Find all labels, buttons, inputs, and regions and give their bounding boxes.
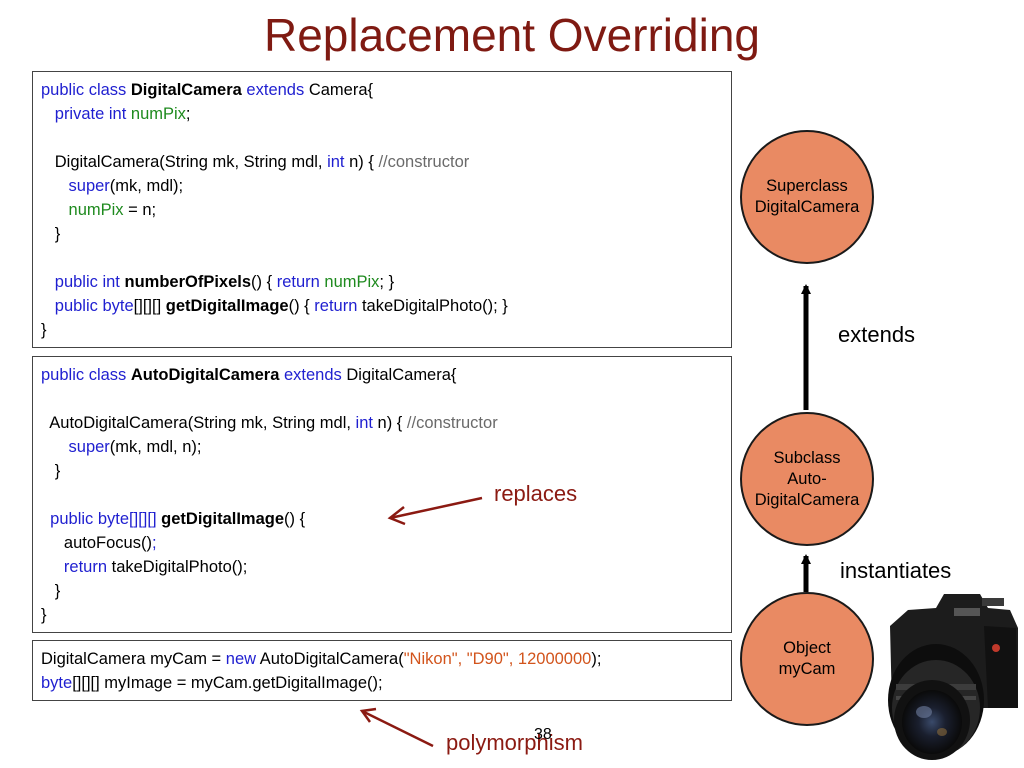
code-token: [][][] myImage = myCam.getDigitalImage()… [72,674,383,692]
code-token: DigitalCamera [130,81,242,99]
code-token: ); [591,650,602,668]
code-token: n) { [344,153,379,171]
code-token: return [63,558,108,576]
code-token: public int [54,273,125,291]
code-token: numPix [324,273,380,291]
code-token: (mk, mdl, n); [109,438,202,456]
code-line: DigitalCamera(String mk, String mdl, int… [41,150,723,174]
code-token: Camera{ [308,81,374,99]
code-token: } [41,582,61,600]
code-token: getDigitalImage [161,510,285,528]
superclass-node-line2: DigitalCamera [754,198,860,216]
code-token: AutoDigitalCamera(String mk, String mdl, [41,414,356,432]
code-token: extends [241,81,309,99]
camera-photo-icon [888,594,1018,760]
code-token: numberOfPixels [124,273,252,291]
polymorphism-label: polymorphism [446,730,583,755]
replaces-arrow [387,496,483,526]
page-number: 38 [534,726,552,743]
code-token: super [68,438,110,456]
code-line: super(mk, mdl, n); [41,435,723,459]
code-token: autoFocus() [41,534,152,552]
code-line: AutoDigitalCamera(String mk, String mdl,… [41,411,723,435]
code-token: int [355,414,373,432]
code-token: AutoDigitalCamera [130,366,280,384]
code-line: super(mk, mdl); [41,174,723,198]
code-token: takeDigitalPhoto(); } [357,297,508,315]
code-line: byte[][][] myImage = myCam.getDigitalIma… [41,671,723,695]
replaces-label: replaces [494,481,578,506]
code-line: public class AutoDigitalCamera extends D… [41,363,723,387]
code-token: = n; [123,201,157,219]
code-token: public byte [54,297,134,315]
code-token: return [276,273,325,291]
code-token: ; [185,105,191,123]
code-token: super [68,177,110,195]
subclass-node-line3: DigitalCamera [754,490,860,509]
object-node-line2: myCam [778,660,836,678]
code-token: takeDigitalPhoto(); [107,558,248,576]
code-token: private int [54,105,131,123]
code-token: () { [251,273,277,291]
code-line: } [41,222,723,246]
code-token: getDigitalImage [165,297,289,315]
code-token: DigitalCamera(String mk, String mdl, [41,153,328,171]
code-line: } [41,318,723,342]
code-line: public class DigitalCamera extends Camer… [41,78,723,102]
code-line: public byte[][][] getDigitalImage() { re… [41,294,723,318]
code-token: public class [41,81,131,99]
code-token: ; } [379,273,395,291]
code-token: } [41,606,47,624]
subclass-node: Subclass Auto- DigitalCamera [740,412,874,546]
code-token: (mk, mdl); [109,177,184,195]
code-line: } [41,603,723,627]
superclass-node-line1: Superclass [766,177,848,195]
code-token: return [314,297,358,315]
subclass-node-line2: Auto- [787,469,827,488]
superclass-node: Superclass DigitalCamera [740,130,874,264]
subclass-code-box: public class AutoDigitalCamera extends D… [32,356,732,633]
code-token: DigitalCamera myCam = [41,650,226,668]
code-line: public int numberOfPixels() { return num… [41,270,723,294]
instantiates-label: instantiates [840,558,952,583]
code-line: } [41,459,723,483]
object-node-line1: Object [783,639,831,657]
code-token: AutoDigitalCamera( [256,650,404,668]
code-token: "Nikon", "D90", 12000000 [403,650,592,668]
code-token: numPix [130,105,186,123]
subclass-node-line1: Subclass [773,448,841,467]
usage-code-box: DigitalCamera myCam = new AutoDigitalCam… [32,640,732,701]
code-token: } [41,462,61,480]
code-token: } [41,225,61,243]
code-token: () { [284,510,306,528]
code-line: autoFocus(); [41,531,723,555]
code-token: //constructor [378,153,470,171]
code-token: n) { [372,414,407,432]
code-token: numPix [68,201,124,219]
code-token: () { [288,297,315,315]
code-token: ; [151,534,157,552]
superclass-code-box: public class DigitalCamera extends Camer… [32,71,732,348]
code-line: numPix = n; [41,198,723,222]
object-node: Object myCam [740,592,874,726]
code-line: DigitalCamera myCam = new AutoDigitalCam… [41,647,723,671]
code-token: public class [41,366,131,384]
code-token: [][][] [133,297,166,315]
code-token: public byte[][][] [50,510,162,528]
code-token: } [41,321,47,339]
code-token: //constructor [406,414,498,432]
polymorphism-arrow [359,707,434,748]
code-line: public byte[][][] getDigitalImage() { [41,507,723,531]
code-token: extends [279,366,347,384]
extends-label: extends [838,322,916,347]
code-token: byte [41,674,73,692]
slide-title: Replacement Overriding [263,9,760,61]
code-line: } [41,579,723,603]
code-token: DigitalCamera{ [346,366,457,384]
code-line: return takeDigitalPhoto(); [41,555,723,579]
code-line: private int numPix; [41,102,723,126]
code-token: int [327,153,345,171]
code-token: new [225,650,257,668]
